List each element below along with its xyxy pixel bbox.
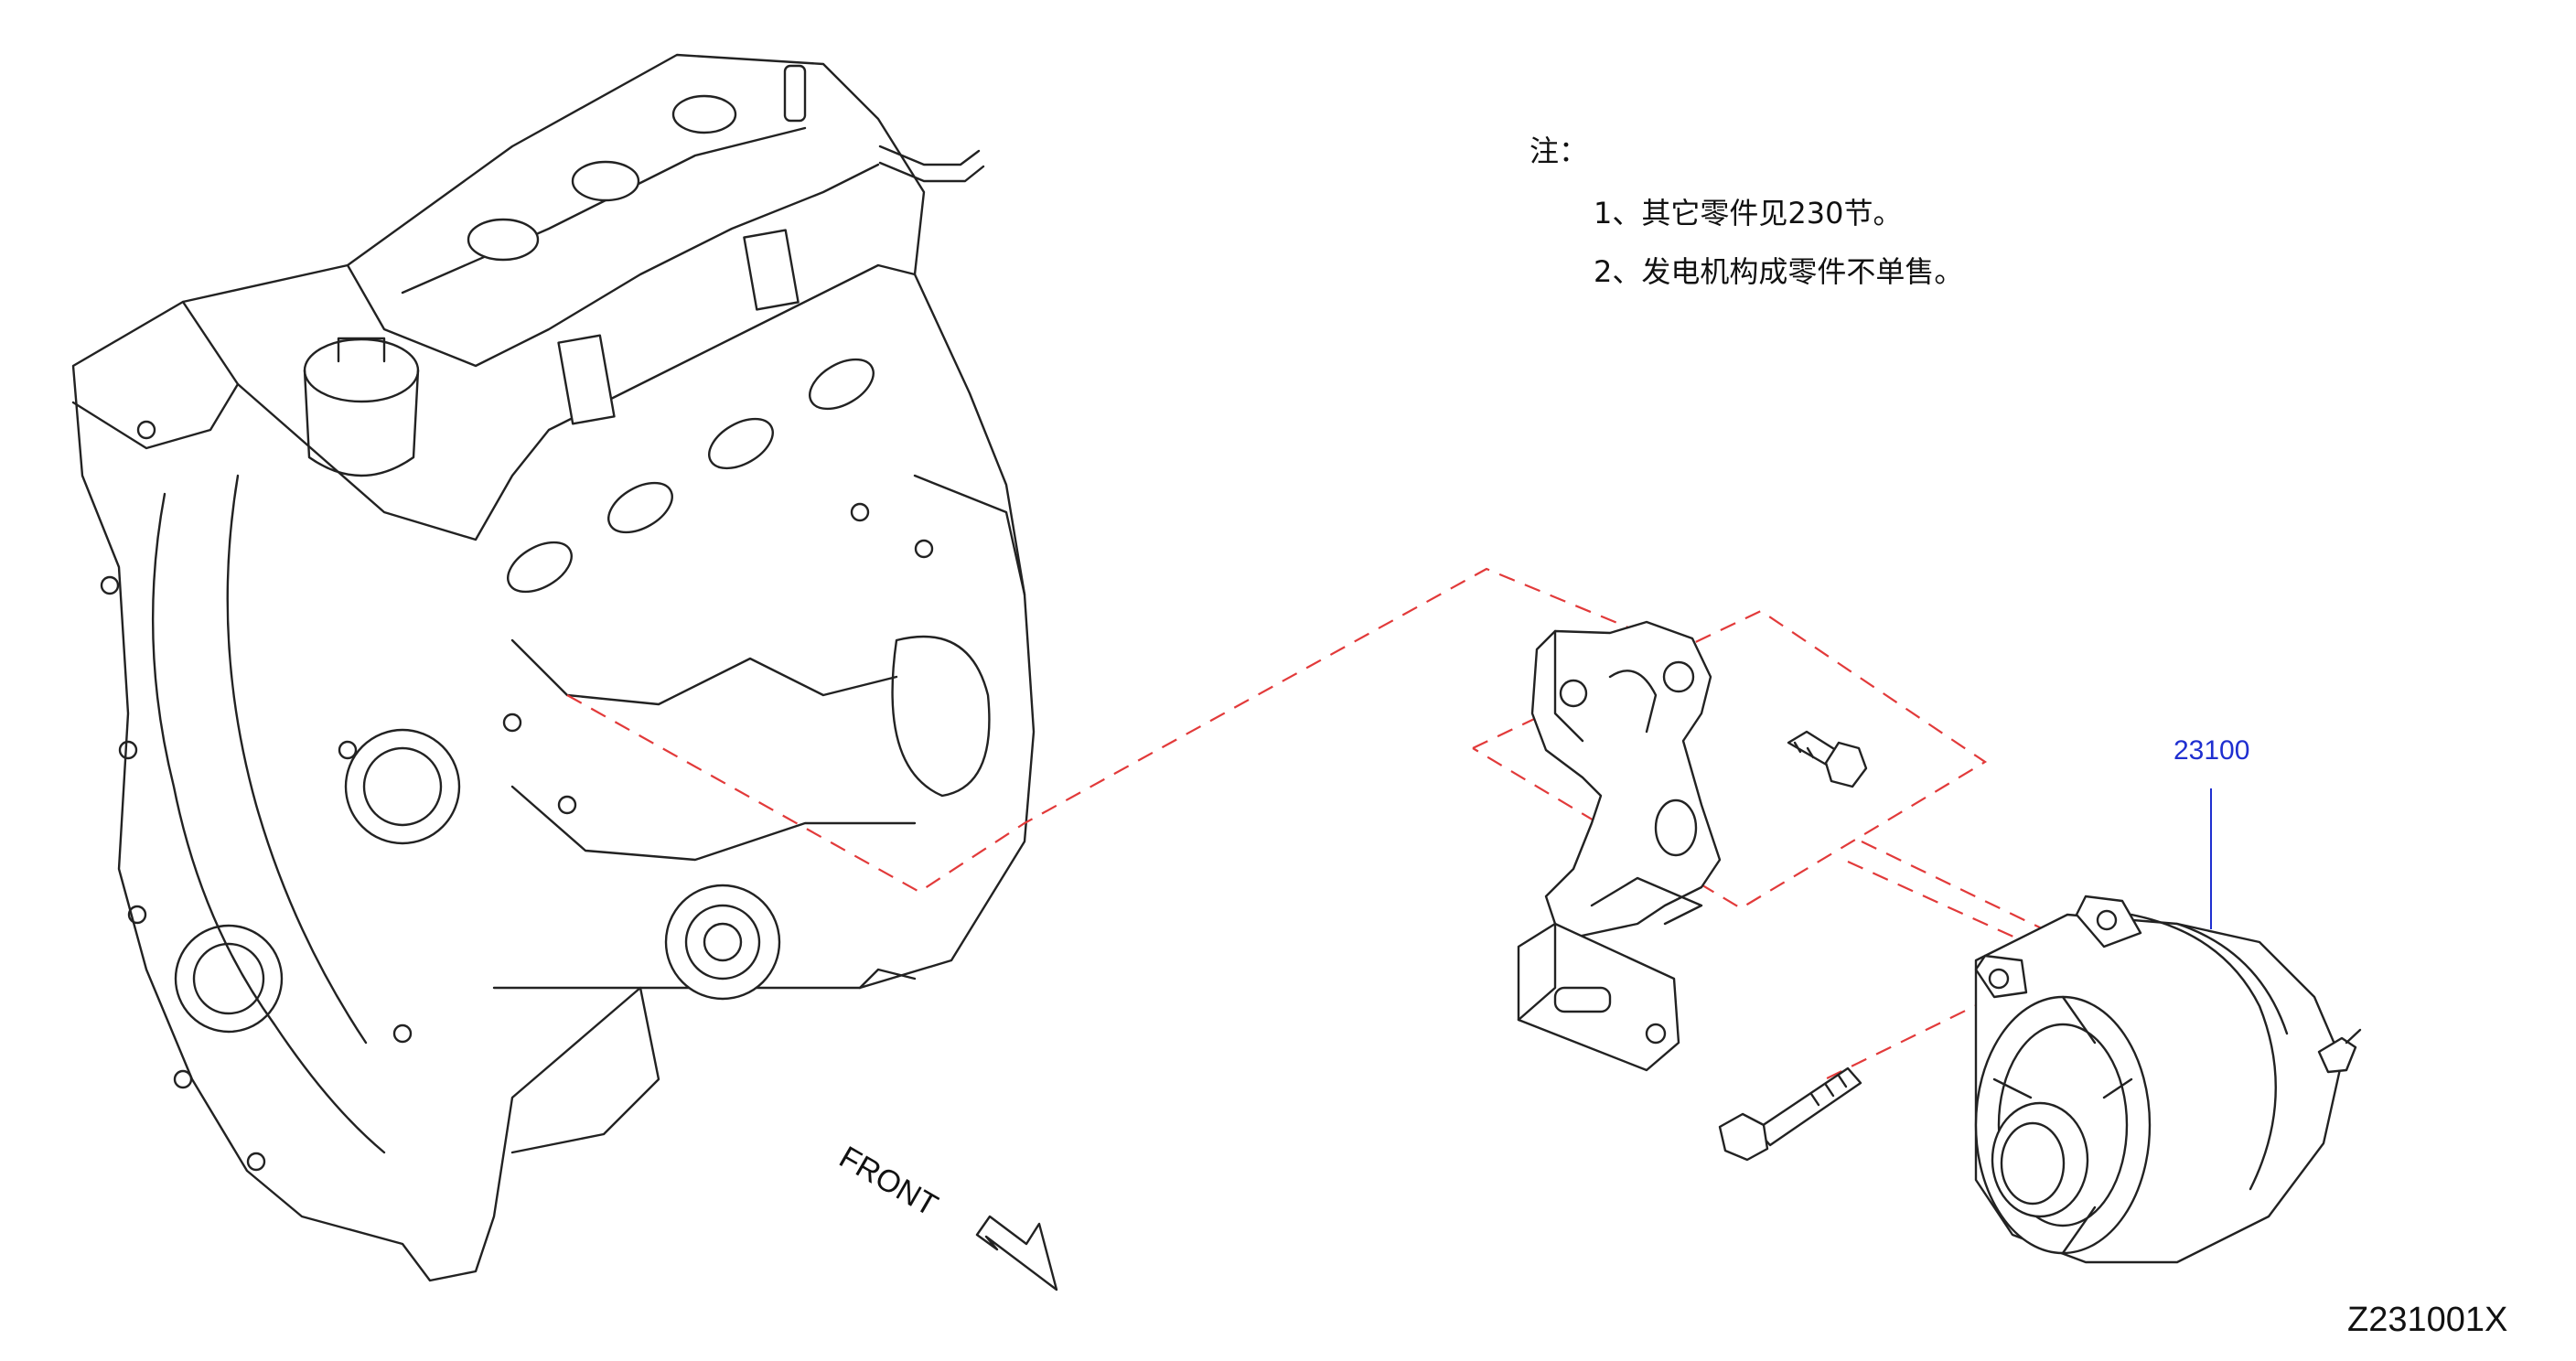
- note-item-1: 1、其它零件见230节。: [1594, 196, 1903, 230]
- short-bolt-illustration: [1787, 730, 1868, 788]
- diagram-id: Z231001X: [2347, 1301, 2508, 1339]
- dashed-guide-lines: [566, 567, 2048, 1080]
- front-label: FRONT: [833, 1140, 943, 1223]
- notes-title: 注：: [1530, 134, 1589, 168]
- long-bolt-illustration: [1718, 1066, 1862, 1162]
- front-direction-indicator: FRONT: [833, 1140, 1058, 1291]
- alternator-illustration: [1974, 895, 2362, 1264]
- alternator-bracket-illustration: [1517, 620, 1722, 1072]
- callout-part-number-23100[interactable]: 23100: [2174, 735, 2250, 766]
- engine-block-illustration: [71, 53, 1036, 1282]
- note-item-2: 2、发电机构成零件不单售。: [1594, 254, 1964, 289]
- front-arrow-icon: [975, 1215, 1058, 1291]
